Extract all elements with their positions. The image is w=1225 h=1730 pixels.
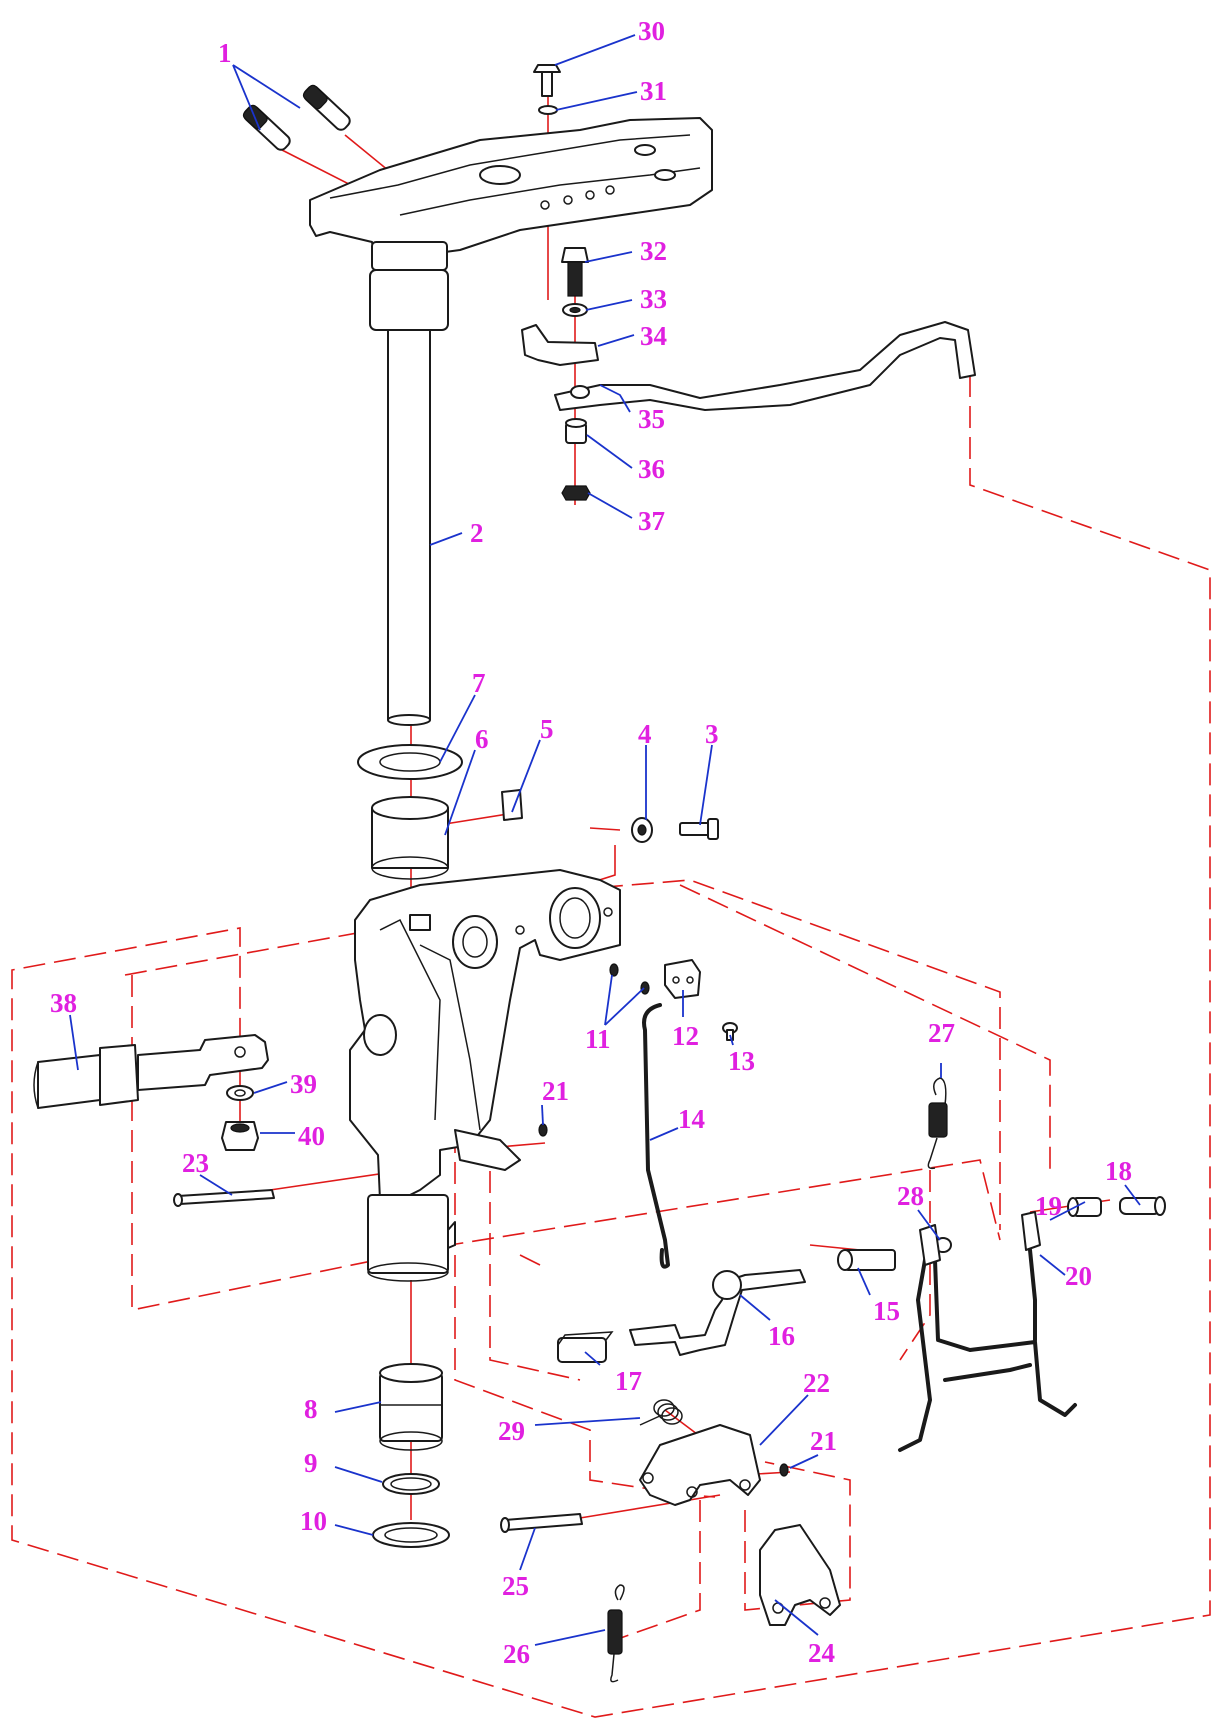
nut-37 <box>561 485 591 501</box>
plate-34 <box>521 324 599 366</box>
callout-34: 34 <box>640 321 667 351</box>
callout-32: 32 <box>640 236 667 266</box>
callout-10: 10 <box>300 1506 327 1536</box>
collar-19 <box>1067 1197 1102 1217</box>
lock-12 <box>664 959 701 999</box>
callout-39: 39 <box>290 1069 317 1099</box>
thrust-washer-7 <box>357 744 463 780</box>
callout-9: 9 <box>304 1448 318 1478</box>
bolt-3 <box>679 818 719 840</box>
callout-3: 3 <box>705 719 719 749</box>
callout-8: 8 <box>304 1394 318 1424</box>
tiller-arm-35 <box>554 321 976 411</box>
callout-23: 23 <box>182 1148 209 1178</box>
washer-10 <box>372 1522 450 1548</box>
callout-16: 16 <box>768 1321 795 1351</box>
callout-36: 36 <box>638 454 665 484</box>
callout-35: 35 <box>638 404 665 434</box>
callout-25: 25 <box>502 1571 529 1601</box>
callout-40: 40 <box>298 1121 325 1151</box>
stud-bolts <box>242 84 351 151</box>
callout-17: 17 <box>615 1366 642 1396</box>
callout-29: 29 <box>498 1416 525 1446</box>
clamp-rod-38 <box>33 1034 269 1109</box>
clip-21-upper <box>538 1123 548 1137</box>
callout-33: 33 <box>640 284 667 314</box>
spring-27 <box>927 1077 948 1170</box>
steering-shaft <box>369 269 449 726</box>
upper-steering-bracket <box>309 117 713 271</box>
bracket-24 <box>759 1524 841 1626</box>
block-17 <box>557 1331 614 1363</box>
spring-26 <box>607 1584 625 1683</box>
washer-39 <box>226 1085 254 1101</box>
callout-28: 28 <box>897 1181 924 1211</box>
callout-26: 26 <box>503 1639 530 1669</box>
spring-29 <box>639 1399 683 1426</box>
tilt-lever-16 <box>629 1269 806 1356</box>
callout-13: 13 <box>728 1046 755 1076</box>
clips-11 <box>609 963 650 995</box>
nut-40 <box>221 1121 259 1151</box>
swivel-bracket <box>349 869 621 1282</box>
bolt-32 <box>561 247 589 297</box>
collar-36 <box>565 418 587 444</box>
callout-22: 22 <box>803 1368 830 1398</box>
nut-4 <box>631 817 653 843</box>
bushing-8 <box>379 1363 443 1451</box>
callout-1: 1 <box>218 38 232 68</box>
callout-7: 7 <box>472 668 486 698</box>
callout-37: 37 <box>638 506 665 536</box>
ring-9 <box>382 1473 440 1495</box>
washer-31 <box>538 105 558 115</box>
callout-6: 6 <box>475 724 489 754</box>
callout-38: 38 <box>50 988 77 1018</box>
callout-20: 20 <box>1065 1261 1092 1291</box>
bracket-22 <box>639 1424 761 1506</box>
callout-27: 27 <box>928 1018 955 1048</box>
pin-25 <box>500 1513 583 1533</box>
callout-31: 31 <box>640 76 667 106</box>
callout-30: 30 <box>638 16 665 46</box>
bolt-30 <box>533 64 561 97</box>
callout-24: 24 <box>808 1638 835 1668</box>
callout-21b: 21 <box>810 1426 837 1456</box>
callout-21a: 21 <box>542 1076 569 1106</box>
rod-14 <box>642 1003 670 1269</box>
callout-19: 19 <box>1035 1191 1062 1221</box>
pin-15 <box>837 1249 896 1271</box>
callout-2: 2 <box>470 518 484 548</box>
callout-12: 12 <box>672 1021 699 1051</box>
callout-14: 14 <box>678 1104 705 1134</box>
tilt-frame-20 <box>898 1211 1077 1452</box>
clip-21-lower <box>779 1463 789 1477</box>
assembly-lines <box>11 375 1211 1718</box>
callout-4: 4 <box>638 719 652 749</box>
leader-lines <box>69 34 1141 1646</box>
callout-5: 5 <box>540 714 554 744</box>
callout-15: 15 <box>873 1296 900 1326</box>
pin-23 <box>173 1189 275 1207</box>
bushing-6 <box>371 796 449 880</box>
pin-18 <box>1119 1196 1166 1216</box>
callout-18: 18 <box>1105 1156 1132 1186</box>
callout-11: 11 <box>585 1024 611 1054</box>
callout-labels: 1 2 3 4 5 6 7 8 9 10 11 12 13 14 15 16 1… <box>50 16 1132 1669</box>
